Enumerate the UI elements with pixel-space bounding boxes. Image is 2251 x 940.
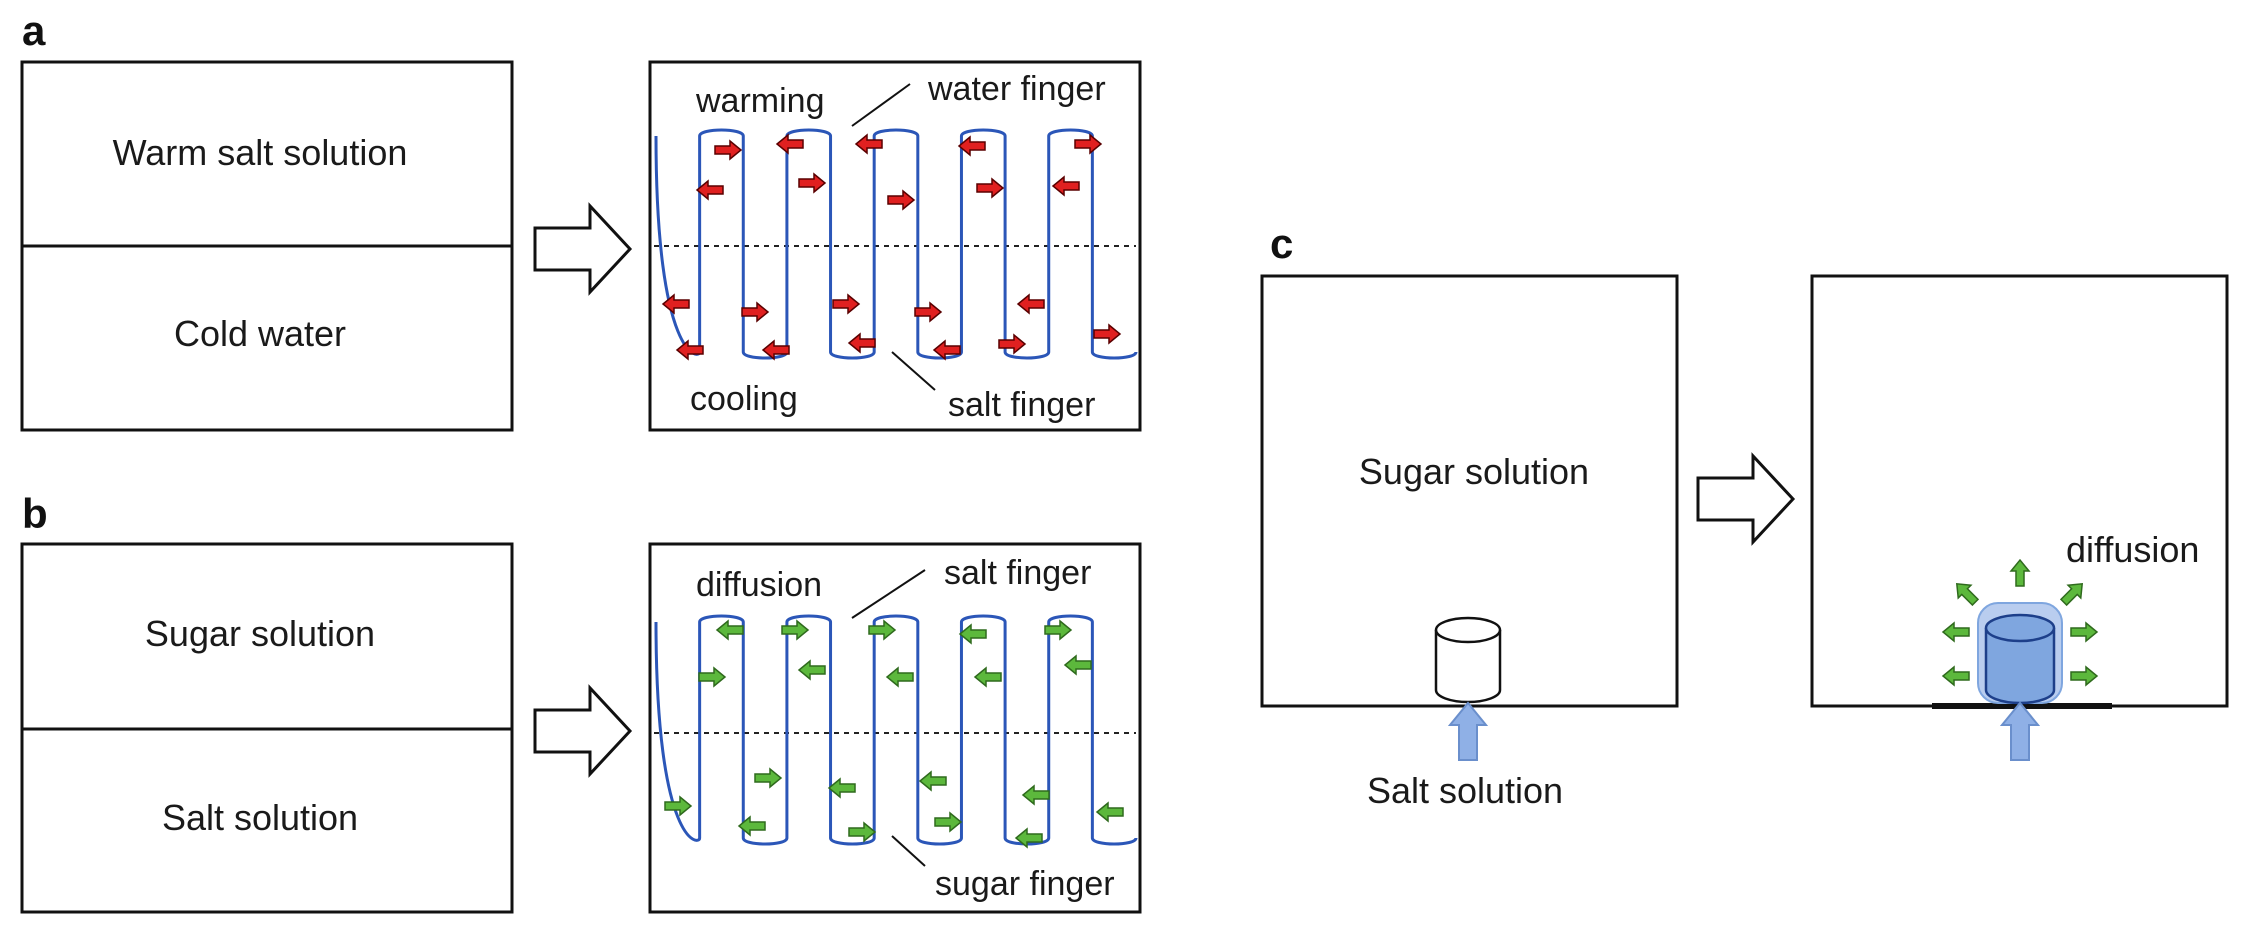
radial-diffusion-arrow-7 [2070, 665, 2099, 687]
radial-diffusion-arrow-5 [2070, 621, 2099, 643]
heat-arrow-15 [1016, 293, 1045, 315]
panel-b-final-state: diffusion salt finger sugar finger [648, 542, 1142, 914]
radial-diffusion-arrow-4 [1941, 621, 1970, 643]
heat-arrow-19 [932, 339, 961, 361]
heat-arrow-6 [695, 179, 724, 201]
panel-a-water-finger-leader [851, 83, 911, 127]
panel-a-transition-arrow [533, 202, 633, 296]
panel-a-finger-curve [654, 128, 1138, 360]
heat-arrow-7 [798, 172, 827, 194]
diffusion-arrow-13 [827, 777, 856, 799]
panel-b-finger-curve [654, 614, 1138, 846]
heat-arrow-16 [675, 339, 704, 361]
diffusion-arrow-7 [797, 659, 826, 681]
panel-a-water-finger-callout: water finger [927, 70, 1106, 108]
diffusion-arrow-18 [934, 811, 963, 833]
panel-c-initial-state: Sugar solution Salt solution [1260, 274, 1679, 811]
panel-b-diffusion-label: diffusion [696, 566, 822, 604]
diffusion-arrow-4 [958, 623, 987, 645]
diffusion-arrow-12 [754, 767, 783, 789]
diffusion-arrow-19 [1014, 827, 1043, 849]
diffusion-arrow-5 [1044, 619, 1073, 641]
heat-arrow-9 [976, 177, 1005, 199]
panel-a-cooling-label: cooling [690, 380, 798, 418]
panel-a-salt-finger-leader [891, 351, 936, 391]
panel-a-top-layer-label: Warm salt solution [113, 132, 408, 173]
panel-a-letter: a [22, 7, 46, 54]
panel-b-sugar-finger-leader [891, 835, 926, 867]
diffusion-arrow-15 [1021, 784, 1050, 806]
panel-a-heat-arrows [661, 133, 1122, 361]
panel-a-salt-finger-callout: salt finger [948, 386, 1095, 424]
panel-a-bottom-layer-label: Cold water [174, 313, 346, 354]
panel-b-diffusion-arrows [664, 619, 1124, 849]
diffusion-arrow-20 [1095, 801, 1124, 823]
diffusion-arrow-3 [868, 619, 897, 641]
radial-diffusion-arrow-2 [1955, 582, 1980, 607]
heat-arrow-14 [914, 301, 943, 323]
panel-c-inlet-arrow [1447, 701, 1489, 761]
cylinder-icon [1434, 616, 1502, 704]
panel-c-inlet-label: Salt solution [1367, 770, 1563, 811]
panel-b-top-layer-label: Sugar solution [145, 613, 375, 654]
diffusion-arrow-16 [737, 815, 766, 837]
diffusion-arrow-14 [918, 770, 947, 792]
heat-arrow-13 [832, 293, 861, 315]
panel-c-box-label: Sugar solution [1359, 451, 1589, 492]
diffusion-arrow-10 [1063, 654, 1092, 676]
diffusion-arrow-1 [715, 619, 744, 641]
panel-b-final-box [648, 542, 1142, 914]
panel-b-salt-finger-leader [851, 569, 926, 619]
heat-arrow-2 [775, 133, 804, 155]
panel-b-salt-finger-callout: salt finger [944, 554, 1091, 592]
heat-arrow-20 [998, 333, 1027, 355]
diffusion-arrow-17 [848, 821, 877, 843]
panel-a-warming-label: warming [695, 82, 824, 120]
panel-c-final-inlet-arrow [1999, 701, 2041, 761]
radial-diffusion-arrow-3 [2059, 582, 2084, 607]
diffusion-arrow-6 [698, 666, 727, 688]
panel-a-final-state: warming cooling water finger salt finger [648, 60, 1142, 432]
panel-c-diffusion-arrows [1941, 558, 2099, 687]
panel-b-transition-arrow [533, 684, 633, 778]
heat-arrow-18 [847, 332, 876, 354]
panel-a-final-box [648, 60, 1142, 432]
diffusion-arrow-2 [781, 619, 810, 641]
panel-c-transition-arrow [1696, 452, 1796, 546]
heat-arrow-3 [854, 133, 883, 155]
diffusion-arrow-11 [664, 795, 693, 817]
diffusion-arrow-9 [973, 666, 1002, 688]
panel-a-initial-state: Warm salt solution Cold water [20, 60, 514, 432]
panel-c-letter: c [1270, 220, 1293, 267]
panel-b-letter: b [22, 490, 48, 537]
heat-arrow-11 [661, 293, 690, 315]
radial-diffusion-arrow-1 [2009, 558, 2031, 587]
panel-b-bottom-layer-label: Salt solution [162, 797, 358, 838]
heat-arrow-17 [761, 339, 790, 361]
panel-b-sugar-finger-callout: sugar finger [935, 865, 1115, 903]
blue-cylinder-icon [1977, 602, 2063, 705]
panel-c-final-state: diffusion [1810, 274, 2229, 761]
heat-arrow-4 [957, 135, 986, 157]
panel-c-diffusion-label: diffusion [2066, 529, 2199, 570]
heat-arrow-8 [887, 189, 916, 211]
heat-arrow-1 [714, 139, 743, 161]
panel-b-initial-state: Sugar solution Salt solution [20, 542, 514, 914]
heat-arrow-12 [741, 301, 770, 323]
heat-arrow-5 [1074, 133, 1103, 155]
heat-arrow-10 [1051, 175, 1080, 197]
heat-arrow-21 [1093, 323, 1122, 345]
radial-diffusion-arrow-6 [1941, 665, 1970, 687]
diffusion-arrow-8 [885, 666, 914, 688]
